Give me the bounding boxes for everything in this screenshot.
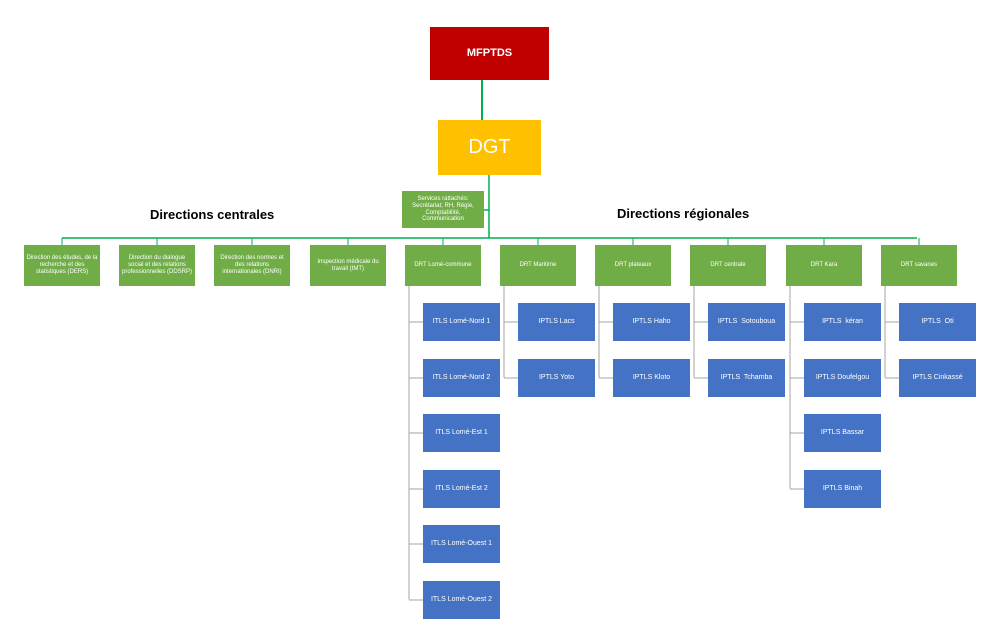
services-label: Services rattachés: Secrétariat; RH, Rég… (412, 195, 474, 223)
direction-label: DRT savanes (900, 262, 938, 269)
unit-node: IPTLS Binah (804, 470, 881, 508)
unit-label: IPTLS Sotouboua (717, 317, 776, 325)
unit-label: IPTLS Kloto (632, 373, 671, 381)
direction-node: DRT plateaux (595, 245, 671, 286)
direction-label: Direction du dialogue social et des rela… (121, 255, 193, 275)
direction-label: Inspection médicale du travail (IMT) (317, 258, 379, 272)
direction-node: DRT Kara (786, 245, 862, 286)
direction-node: Direction du dialogue social et des rela… (119, 245, 195, 286)
unit-node: ITLS Lomé-Ouest 2 (423, 581, 500, 619)
services-node: Services rattachés: Secrétariat; RH, Rég… (402, 191, 484, 228)
direction-node: Inspection médicale du travail (IMT) (310, 245, 386, 286)
direction-label: DRT Lomé-commune (414, 262, 472, 269)
unit-label: ITLS Lomé-Ouest 1 (430, 539, 493, 547)
direction-label: DRT plateaux (614, 262, 652, 269)
direction-node: DRT centrale (690, 245, 766, 286)
unit-node: IPTLS Lacs (518, 303, 595, 341)
unit-node: IPTLS Doufelgou (804, 359, 881, 397)
unit-label: IPTLS Oti (921, 317, 954, 325)
unit-label: IPTLS Bassar (820, 428, 865, 436)
unit-node: IPTLS Tchamba (708, 359, 785, 397)
unit-label: IPTLS Haho (632, 317, 671, 325)
direction-label: DRT Kara (810, 262, 838, 269)
unit-label: IPTLS Tchamba (720, 373, 773, 381)
unit-label: IPTLS Cinkassé (912, 373, 963, 381)
direction-label: DRT centrale (710, 262, 746, 269)
unit-node: IPTLS Sotouboua (708, 303, 785, 341)
unit-label: ITLS Lomé-Nord 1 (432, 317, 491, 325)
unit-label: ITLS Lomé-Est 2 (435, 484, 488, 492)
unit-node: IPTLS Kloto (613, 359, 690, 397)
direction-node: DRT savanes (881, 245, 957, 286)
unit-node: IPTLS Yoto (518, 359, 595, 397)
unit-node: ITLS Lomé-Nord 2 (423, 359, 500, 397)
unit-node: ITLS Lomé-Ouest 1 (423, 525, 500, 563)
direction-node: Direction des études, de la recherche et… (24, 245, 100, 286)
unit-label: IPTLS Yoto (538, 373, 575, 381)
section-label-centrales: Directions centrales (150, 207, 275, 222)
direction-label: Direction des normes et des relations in… (220, 255, 284, 275)
unit-label: IPTLS Binah (822, 484, 863, 492)
root-node: MFPTDS (430, 27, 549, 80)
direction-label: DRT Maritime (519, 262, 557, 269)
direction-label: Direction des études, de la recherche et… (26, 255, 98, 275)
unit-node: ITLS Lomé-Est 2 (423, 470, 500, 508)
root-label: MFPTDS (466, 47, 513, 60)
unit-node: ITLS Lomé-Est 1 (423, 414, 500, 452)
unit-label: IPTLS Lacs (538, 317, 575, 325)
unit-node: IPTLS Oti (899, 303, 976, 341)
direction-node: DRT Lomé-commune (405, 245, 481, 286)
unit-node: ITLS Lomé-Nord 1 (423, 303, 500, 341)
unit-label: IPTLS Doufelgou (815, 373, 870, 381)
unit-label: IPTLS kéran (822, 317, 863, 325)
section-label-regionales: Directions régionales (617, 206, 750, 221)
direction-node: DRT Maritime (500, 245, 576, 286)
unit-node: IPTLS kéran (804, 303, 881, 341)
unit-node: IPTLS Haho (613, 303, 690, 341)
unit-node: IPTLS Cinkassé (899, 359, 976, 397)
dgt-label: DGT (468, 136, 511, 158)
unit-label: ITLS Lomé-Ouest 2 (430, 595, 493, 603)
unit-node: IPTLS Bassar (804, 414, 881, 452)
direction-node: Direction des normes et des relations in… (214, 245, 290, 286)
dgt-node: DGT (438, 120, 541, 175)
unit-label: ITLS Lomé-Nord 2 (432, 373, 491, 381)
unit-label: ITLS Lomé-Est 1 (435, 428, 488, 436)
